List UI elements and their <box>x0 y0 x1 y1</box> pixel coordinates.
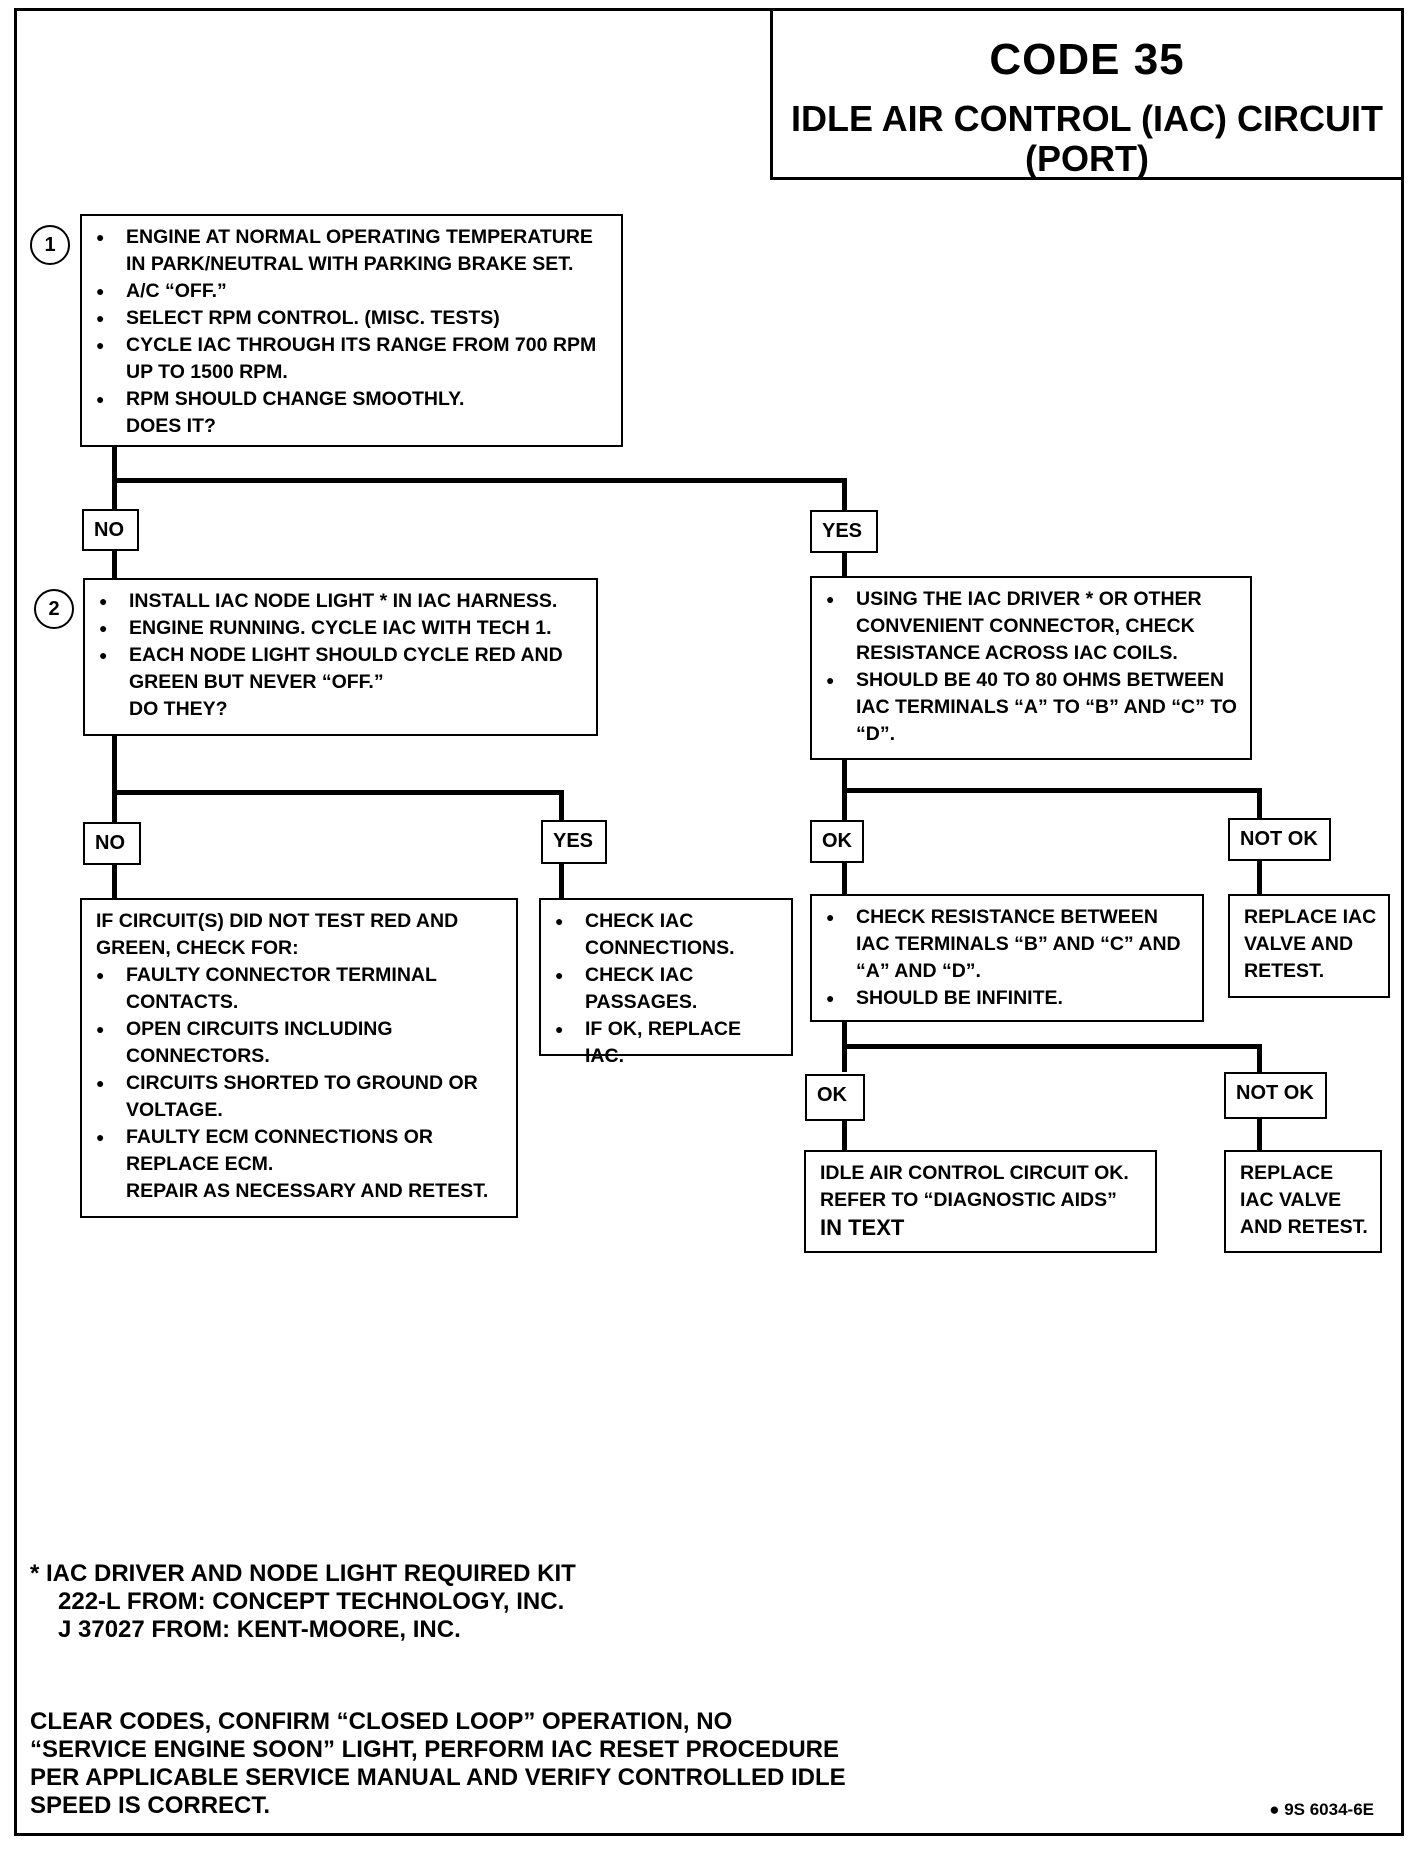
clear-codes-line-3: PER APPLICABLE SERVICE MANUAL AND VERIFY… <box>30 1764 846 1791</box>
clear-codes-note: CLEAR CODES, CONFIRM “CLOSED LOOP” OPERA… <box>30 1708 846 1820</box>
connector <box>842 862 847 896</box>
resistance-check-item: USING THE IAC DRIVER * OR OTHER CONVENIE… <box>826 586 1240 667</box>
circuit-fault-item: OPEN CIRCUITS INCLUDING CONNECTORS. <box>96 1016 506 1070</box>
circuit-fault-footer: REPAIR AS NECESSARY AND RETEST. <box>126 1180 489 1202</box>
step-number-1: 1 <box>30 225 70 265</box>
connector <box>112 864 117 900</box>
connector <box>1257 1118 1262 1152</box>
title-block: CODE 35 IDLE AIR CONTROL (IAC) CIRCUIT (… <box>770 8 1404 180</box>
connector <box>559 790 564 820</box>
figure-id: ● 9S 6034-6E <box>1269 1800 1374 1819</box>
replace-iac-text-2: REPLACE IAC VALVE AND RETEST. <box>1240 1162 1368 1238</box>
branch-1-yes-tag: YES <box>810 510 878 553</box>
check-iac-item: IF OK, REPLACE IAC. <box>555 1016 781 1070</box>
check-iac-item: CHECK IAC CONNECTIONS. <box>555 908 781 962</box>
subtitle: IDLE AIR CONTROL (IAC) CIRCUIT (PORT) <box>773 99 1401 179</box>
footnote-line-1: * IAC DRIVER AND NODE LIGHT REQUIRED KIT <box>30 1560 576 1587</box>
footnote-line-3: J 37027 FROM: KENT-MOORE, INC. <box>58 1616 461 1643</box>
infinite-check-box: CHECK RESISTANCE BETWEEN IAC TERMINALS “… <box>810 894 1204 1022</box>
infinite-check-item: SHOULD BE INFINITE. <box>826 985 1192 1012</box>
step-1-item: CYCLE IAC THROUGH ITS RANGE FROM 700 RPM… <box>96 332 611 386</box>
clear-codes-line-2: “SERVICE ENGINE SOON” LIGHT, PERFORM IAC… <box>30 1736 839 1763</box>
replace-iac-box-2: REPLACE IAC VALVE AND RETEST. <box>1224 1150 1382 1253</box>
replace-iac-box-1: REPLACE IAC VALVE AND RETEST. <box>1228 894 1390 998</box>
circuit-fault-box: IF CIRCUIT(S) DID NOT TEST RED AND GREEN… <box>80 898 518 1218</box>
branch-4-not-ok-tag: NOT OK <box>1224 1072 1327 1119</box>
footnote-line-2: 222-L FROM: CONCEPT TECHNOLOGY, INC. <box>58 1588 565 1615</box>
connector <box>1257 788 1262 818</box>
step-2-item: EACH NODE LIGHT SHOULD CYCLE RED AND GRE… <box>99 642 586 696</box>
connector <box>842 552 847 577</box>
footnote: * IAC DRIVER AND NODE LIGHT REQUIRED KIT… <box>30 1560 576 1644</box>
page-frame <box>14 8 1404 1836</box>
connector <box>112 478 847 483</box>
connector <box>112 446 117 509</box>
clear-codes-line-4: SPEED IS CORRECT. <box>30 1792 271 1819</box>
circuit-ok-line-1: IDLE AIR CONTROL CIRCUIT OK. <box>820 1162 1129 1184</box>
connector <box>842 478 847 510</box>
check-iac-item: CHECK IAC PASSAGES. <box>555 962 781 1016</box>
circuit-ok-line-2: REFER TO “DIAGNOSTIC AIDS” <box>820 1189 1117 1211</box>
step-2-question: DO THEY? <box>129 698 228 720</box>
step-1-item: ENGINE AT NORMAL OPERATING TEMPERATURE I… <box>96 224 611 278</box>
step-number-2: 2 <box>34 589 74 629</box>
branch-1-no-tag: NO <box>82 509 139 551</box>
branch-2-yes-tag: YES <box>541 820 607 864</box>
circuit-fault-item: CIRCUITS SHORTED TO GROUND OR VOLTAGE. <box>96 1070 506 1124</box>
step-2-item: ENGINE RUNNING. CYCLE IAC WITH TECH 1. <box>99 615 586 642</box>
replace-iac-text-1: REPLACE IAC VALVE AND RETEST. <box>1244 906 1377 982</box>
connector <box>559 864 564 900</box>
infinite-check-item: CHECK RESISTANCE BETWEEN IAC TERMINALS “… <box>826 904 1192 985</box>
connector <box>1257 860 1262 896</box>
step-1-question: DOES IT? <box>126 415 216 437</box>
connector <box>112 549 117 579</box>
step-1-item: SELECT RPM CONTROL. (MISC. TESTS) <box>96 305 611 332</box>
connector <box>842 1120 847 1150</box>
circuit-fault-item: FAULTY ECM CONNECTIONS OR REPLACE ECM. <box>96 1124 506 1178</box>
resistance-check-item: SHOULD BE 40 TO 80 OHMS BETWEEN IAC TERM… <box>826 667 1240 748</box>
connector <box>1257 1044 1262 1074</box>
step-2-box: INSTALL IAC NODE LIGHT * IN IAC HARNESS.… <box>83 578 598 736</box>
branch-3-ok-tag: OK <box>810 820 864 863</box>
connector <box>842 788 1262 793</box>
step-2-item: INSTALL IAC NODE LIGHT * IN IAC HARNESS. <box>99 588 586 615</box>
circuit-ok-box: IDLE AIR CONTROL CIRCUIT OK. REFER TO “D… <box>804 1150 1157 1253</box>
subtitle-line-2: (PORT) <box>1025 138 1149 179</box>
connector <box>112 790 564 795</box>
circuit-ok-line-3: IN TEXT <box>820 1215 905 1240</box>
resistance-check-box: USING THE IAC DRIVER * OR OTHER CONVENIE… <box>810 576 1252 760</box>
subtitle-line-1: IDLE AIR CONTROL (IAC) CIRCUIT <box>791 98 1383 139</box>
connector <box>112 734 117 824</box>
code-title: CODE 35 <box>989 35 1185 84</box>
branch-3-not-ok-tag: NOT OK <box>1228 818 1331 861</box>
clear-codes-line-1: CLEAR CODES, CONFIRM “CLOSED LOOP” OPERA… <box>30 1708 733 1735</box>
check-iac-box: CHECK IAC CONNECTIONS. CHECK IAC PASSAGE… <box>539 898 793 1067</box>
connector <box>842 1044 1262 1049</box>
circuit-fault-intro: IF CIRCUIT(S) DID NOT TEST RED AND GREEN… <box>96 910 459 959</box>
step-1-box: ENGINE AT NORMAL OPERATING TEMPERATURE I… <box>80 214 623 447</box>
step-1-item: RPM SHOULD CHANGE SMOOTHLY. <box>96 386 611 413</box>
branch-2-no-tag: NO <box>83 822 141 865</box>
step-1-item: A/C “OFF.” <box>96 278 611 305</box>
branch-4-ok-tag: OK <box>805 1074 865 1121</box>
circuit-fault-item: FAULTY CONNECTOR TERMINAL CONTACTS. <box>96 962 506 1016</box>
